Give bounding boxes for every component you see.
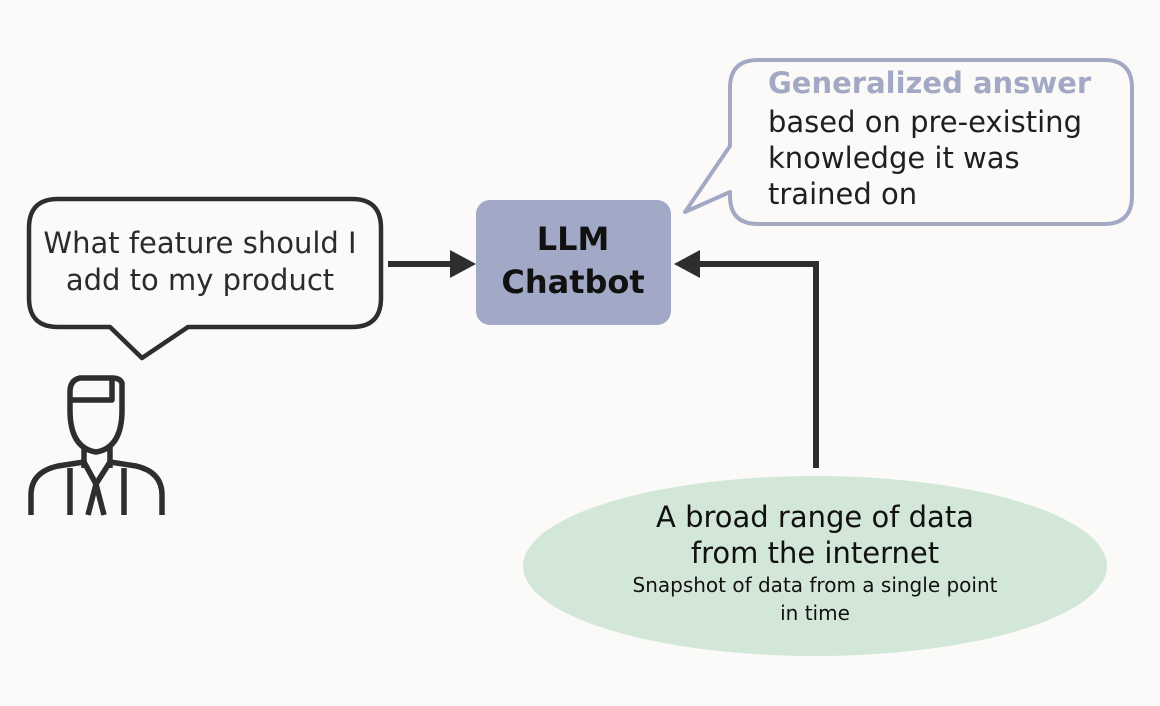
chatbot-box: LLM Chatbot — [476, 200, 671, 325]
chatbot-label-line-1: LLM — [537, 220, 610, 258]
data-source-subtext-line-2: in time — [780, 601, 850, 625]
answer-text-line-1: based on pre-existing — [768, 105, 1082, 139]
answer-bubble: Generalized answer based on pre-existing… — [683, 58, 1134, 226]
data-source-line-2: from the internet — [691, 536, 939, 570]
chatbot-label-line-2: Chatbot — [501, 263, 644, 301]
arrow-data-to-chatbot — [674, 250, 819, 468]
arrow-question-to-chatbot — [388, 250, 476, 278]
data-source-ellipse — [523, 476, 1107, 656]
person-icon — [28, 375, 165, 516]
answer-bubble-shape — [683, 58, 1134, 226]
answer-text-line-3: trained on — [768, 177, 917, 211]
answer-text-line-2: knowledge it was — [768, 141, 1020, 175]
data-source-subtext-line-1: Snapshot of data from a single point — [633, 573, 998, 597]
data-source-line-1: A broad range of data — [656, 500, 974, 534]
question-text-line-1: What feature should I — [43, 226, 356, 260]
question-bubble-shape — [26, 196, 384, 361]
chatbot-box-shape — [476, 200, 671, 325]
answer-title: Generalized answer — [768, 66, 1092, 100]
question-bubble: What feature should I add to my product — [26, 196, 384, 361]
data-source: A broad range of data from the internet … — [523, 476, 1107, 656]
question-text-line-2: add to my product — [66, 263, 334, 297]
